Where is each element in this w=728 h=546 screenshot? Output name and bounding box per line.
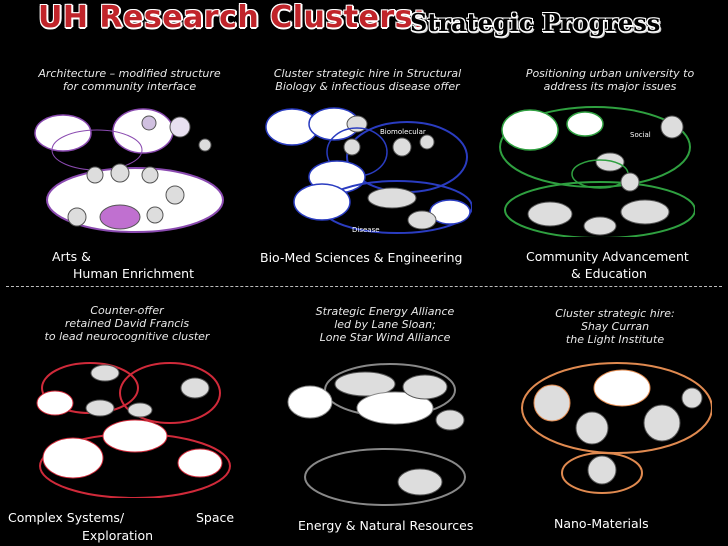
bio-label-disease: Disease — [352, 226, 380, 234]
caption-line: Cluster strategic hire: — [555, 307, 675, 320]
caption-line: to lead neurocognitive cluster — [44, 330, 210, 343]
label-biomed: Bio-Med Sciences & Engineering — [260, 250, 463, 265]
diagram-community: Social — [499, 106, 695, 237]
label-nano: Nano-Materials — [554, 516, 649, 531]
diagram-arts — [34, 108, 224, 233]
label-complex-line2: Exploration — [82, 528, 154, 543]
label-community-line2: & Education — [571, 266, 647, 281]
caption-line: retained David Francis — [64, 317, 190, 330]
divider — [6, 286, 722, 287]
caption-line: address its major issues — [543, 80, 677, 93]
caption-line: led by Lane Sloan; — [334, 318, 436, 331]
caption-line: Cluster strategic hire in Structural — [273, 67, 462, 80]
bio-label-biomolecular: Biomolecular — [380, 128, 426, 136]
caption-line: the Light Institute — [565, 333, 665, 346]
title-uh-research-clusters: UH Research Clusters: — [38, 0, 426, 35]
label-community-line1: Community Advancement — [526, 249, 689, 264]
caption-line: Counter-offer — [90, 304, 164, 317]
community-label-social: Social — [630, 131, 651, 139]
label-complex-line1: Complex Systems/ — [8, 510, 125, 525]
label-arts-line2: Human Enrichment — [73, 266, 194, 281]
label-energy: Energy & Natural Resources — [298, 518, 474, 533]
label-arts-line1: Arts & — [52, 249, 91, 264]
caption-line: Lone Star Wind Alliance — [319, 331, 451, 344]
caption-line: Strategic Energy Alliance — [315, 305, 455, 318]
diagram-energy — [287, 363, 466, 506]
caption-line: for community interface — [62, 80, 197, 93]
diagram-biomed: Biomolecular Disease — [265, 107, 472, 234]
caption-line: Shay Curran — [580, 320, 650, 333]
caption-line: Architecture – modified structure — [38, 67, 221, 80]
title-strategic-progress: Strategic Progress — [410, 8, 661, 37]
caption-line: Positioning urban university to — [525, 67, 695, 80]
caption-line: Biology & infectious disease offer — [275, 80, 460, 93]
label-complex-space: Space — [196, 510, 235, 525]
diagram-nano — [521, 362, 712, 494]
diagram-complex — [36, 362, 231, 498]
